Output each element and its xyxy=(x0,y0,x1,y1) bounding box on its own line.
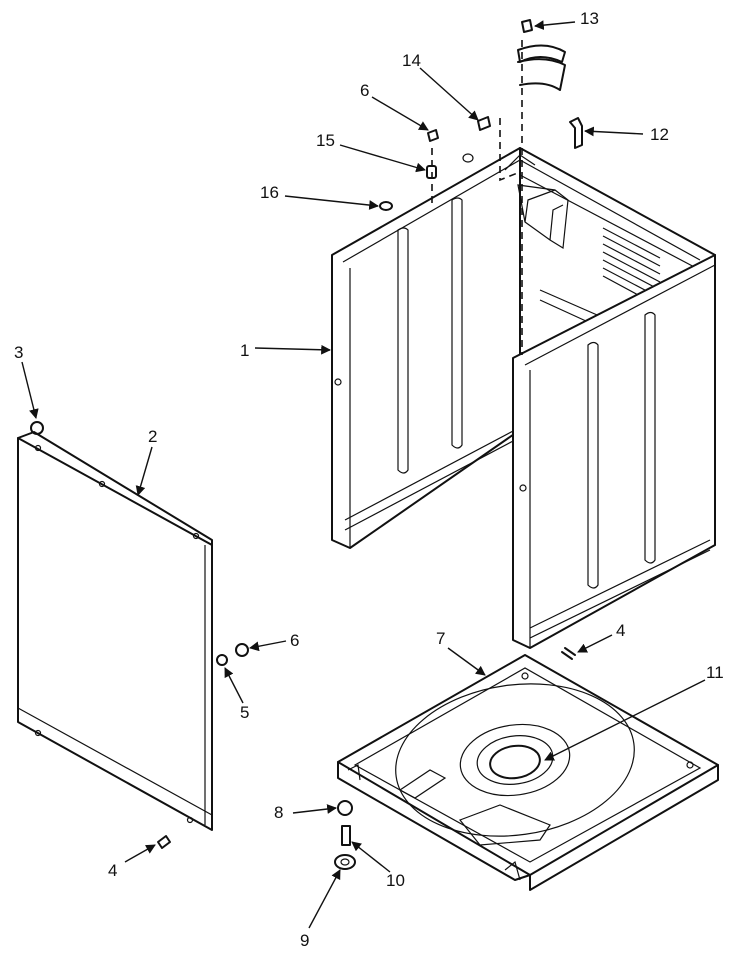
callout-10: 10 xyxy=(386,871,405,890)
callout-3: 3 xyxy=(14,343,23,362)
callout-11: 11 xyxy=(706,663,724,682)
callout-9: 9 xyxy=(300,931,309,950)
callout-15: 15 xyxy=(316,131,335,150)
callout-leaders xyxy=(21,20,706,929)
callout-6-middle: 6 xyxy=(290,631,299,650)
callout-13: 13 xyxy=(580,9,599,28)
callout-7: 7 xyxy=(436,629,445,648)
callout-labels: 1 2 3 4 4 5 6 6 7 8 9 10 11 12 13 14 15 … xyxy=(14,9,724,950)
cabinet xyxy=(331,40,716,649)
callout-8: 8 xyxy=(274,803,283,822)
callout-4-right: 4 xyxy=(616,621,625,640)
callout-1: 1 xyxy=(240,341,249,360)
callout-6-top: 6 xyxy=(360,81,369,100)
callout-12: 12 xyxy=(650,125,669,144)
callout-16: 16 xyxy=(260,183,279,202)
callout-4-left: 4 xyxy=(108,861,117,880)
hardware xyxy=(30,19,583,870)
base xyxy=(337,654,719,891)
callout-2: 2 xyxy=(148,427,157,446)
callout-5: 5 xyxy=(240,703,249,722)
front-panel xyxy=(17,431,213,831)
callout-14: 14 xyxy=(402,51,421,70)
